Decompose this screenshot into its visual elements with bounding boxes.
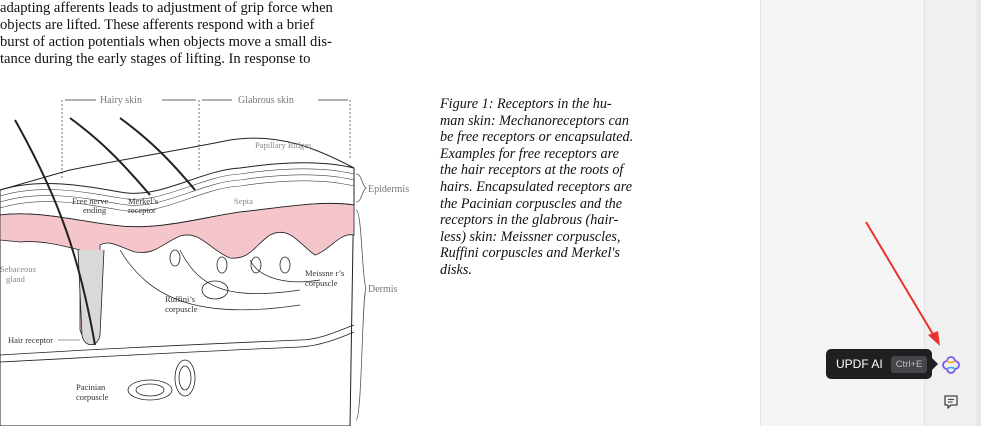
label-sebaceous-gland: gland [6,274,26,284]
updf-ai-icon[interactable] [941,355,961,375]
label-merkel-receptor: receptor [128,205,156,215]
label-hair-receptor: Hair receptor [8,335,53,345]
label-free-nerve-ending: ending [83,205,107,215]
body-line: adapting afferents leads to adjustment o… [0,0,333,16]
label-sebaceous: Sebaceous [0,264,36,274]
caption-line: the hair receptors at the roots of [440,162,624,179]
tooltip-label: UPDF AI [836,357,883,371]
label-glabrous-skin: Glabrous skin [238,95,294,106]
label-pacinian-corpuscle: corpuscle [76,392,109,402]
label-septa: Septa [234,196,253,206]
figure-caption: Figure 1: Receptors in the hu- man skin:… [440,96,680,279]
caption-line: Figure 1: Receptors in the hu- [440,96,612,112]
caption-line: be free receptors or encapsulated. [440,129,634,146]
label-pacinian: Pacinian [76,382,106,392]
right-toolbar [924,0,977,426]
caption-line: Examples for free receptors are [440,145,619,162]
caption-line: receptors in the glabrous (hair- [440,212,619,229]
label-ruffini: Ruffini’s [165,294,195,304]
caption-line: hairs. Encapsulated receptors are [440,178,633,195]
label-meissner: Meissne r’s [305,268,344,278]
caption-line: the Pacinian corpuscles and the [440,195,623,212]
body-line: burst of action potentials when objects … [0,34,332,50]
caption-line: Ruffini corpuscles and Merkel's [440,245,620,262]
label-epidermis: Epidermis [368,184,409,195]
label-hairy-skin: Hairy skin [100,95,142,106]
label-ruffini-corpuscle: corpuscle [165,304,198,314]
label-merkel: Merkel’s [128,196,158,206]
updf-ai-tooltip: UPDF AI Ctrl+E [826,349,938,379]
label-papillary-ridges: Papillary Ridges [255,140,311,150]
body-line: tance during the early stages of lifting… [0,51,311,67]
comment-icon[interactable] [942,393,960,411]
body-paragraph: adapting afferents leads to adjustment o… [0,0,405,68]
tooltip-shortcut: Ctrl+E [890,355,928,373]
body-line: objects are lifted. These afferents resp… [0,17,315,33]
caption-line: disks. [440,261,472,278]
label-meissner-corpuscle: corpuscle [305,278,338,288]
vertical-scrollbar[interactable] [976,0,981,426]
skin-receptor-figure: Hairy skin Glabrous skin Epidermis Dermi… [0,95,409,426]
label-free-nerve: Free nerve [72,196,108,206]
label-dermis: Dermis [368,284,398,295]
caption-line: less) skin: Meissner corpuscles, [440,228,621,245]
caption-line: man skin: Mechanoreceptors can [440,112,629,129]
pdf-page: adapting afferents leads to adjustment o… [0,0,680,426]
